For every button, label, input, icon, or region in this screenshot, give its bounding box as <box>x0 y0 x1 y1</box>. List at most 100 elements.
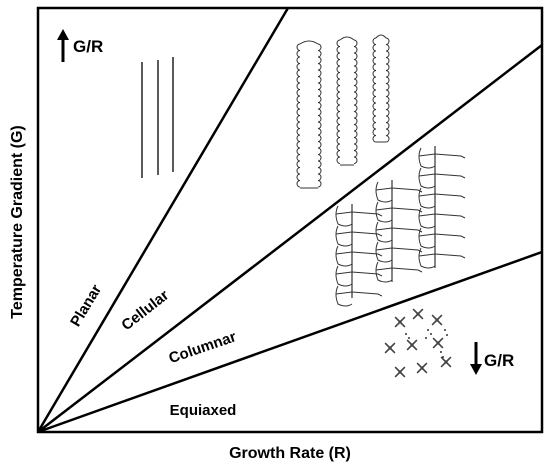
dendrite-cell-outline <box>418 167 436 189</box>
dendrite-cell-outline <box>335 285 353 307</box>
gr-increasing-label: G/R <box>73 37 103 56</box>
equiaxed-nucleus-dot <box>440 351 442 353</box>
dendrite-cell-outline <box>375 221 393 243</box>
equiaxed-grain <box>384 342 396 354</box>
cellular-columnar-boundary <box>37 44 543 433</box>
dendrite-arm <box>434 173 466 179</box>
equiaxed-nucleus-dot <box>427 329 429 331</box>
equiaxed-grain-core <box>444 360 448 364</box>
dendrite-arm <box>418 153 436 157</box>
dendrite-arm <box>434 213 466 219</box>
equiaxed-nucleus-dot <box>444 329 446 331</box>
dendrite-arm <box>391 187 423 193</box>
up-arrow-icon <box>57 29 69 62</box>
dendrite-arm <box>335 271 353 275</box>
dendrite-arm <box>434 193 466 199</box>
equiaxed-grain <box>406 339 418 351</box>
planar-cellular-boundary <box>36 7 290 433</box>
dendrite-arm <box>351 291 383 297</box>
equiaxed-grain <box>394 316 406 328</box>
columnar-equiaxed-boundary <box>37 250 543 434</box>
dendrite-cell-outline <box>335 265 353 287</box>
dendrite-cell-outline <box>335 225 353 247</box>
equiaxed-grain-core <box>398 320 402 324</box>
equiaxed-grain-core <box>410 343 414 347</box>
planar-morphology-sketch <box>141 57 174 178</box>
region-label-cellular: Cellular <box>118 287 172 334</box>
dendrite-arm <box>434 253 466 259</box>
cell-column-left-edge <box>296 43 301 188</box>
equiaxed-grain-core <box>398 370 402 374</box>
dendrite-arm <box>351 251 383 257</box>
dendrite-arm <box>351 271 383 277</box>
region-label-planar: Planar <box>67 282 105 330</box>
dendrite-cell-outline <box>375 241 393 263</box>
dendrite-cell-outline <box>375 181 393 203</box>
equiaxed-morphology-sketch <box>384 308 452 378</box>
dendrite-cell-outline <box>375 261 393 283</box>
y-axis-label: Temperature Gradient (G) <box>9 125 26 319</box>
dendrite-arm <box>391 227 423 233</box>
dendrite-cell-outline <box>418 187 436 209</box>
dendrite-arm <box>375 267 393 271</box>
dendrite-arm <box>335 291 353 295</box>
cell-column-left-edge <box>372 37 377 143</box>
dendrite-cell-outline <box>335 205 353 227</box>
cellular-morphology-sketch <box>296 34 390 189</box>
dendrite-arm <box>375 207 393 211</box>
equiaxed-nucleus-dot <box>442 356 444 358</box>
dendrite-cell-outline <box>418 207 436 229</box>
equiaxed-nucleus-dot <box>430 333 432 335</box>
dendrite-arm <box>418 213 436 217</box>
region-boundaries <box>36 7 543 434</box>
dendrite-cell-outline <box>335 245 353 267</box>
dendrite-arm <box>391 247 423 253</box>
dendrite-arm <box>351 211 383 217</box>
region-label-equiaxed: Equiaxed <box>170 402 237 419</box>
dendrite-arm <box>375 187 393 191</box>
dendrite-arm <box>418 193 436 197</box>
dendrite-arm <box>335 211 353 215</box>
equiaxed-grain <box>431 314 443 326</box>
gr-decreasing-label: G/R <box>484 351 514 370</box>
equiaxed-grain <box>412 308 424 320</box>
dendrite-arm <box>375 227 393 231</box>
dendrite-arm <box>418 233 436 237</box>
equiaxed-grain <box>416 362 428 374</box>
dendrite-arm <box>434 233 466 239</box>
cell-column-right-edge <box>385 37 390 143</box>
x-axis-label: Growth Rate (R) <box>229 445 351 462</box>
dendrite-arm <box>335 251 353 255</box>
equiaxed-grain-core <box>436 341 440 345</box>
dendrite-arm <box>391 267 423 273</box>
plot-frame <box>36 6 544 434</box>
equiaxed-nucleus-dot <box>405 333 407 335</box>
dendrite-arm <box>351 231 383 237</box>
dendrite-arm <box>335 231 353 235</box>
cell-column-tip <box>339 36 355 41</box>
equiaxed-grain <box>440 356 452 368</box>
dendrite-arm <box>434 153 466 159</box>
cell-column-right-edge <box>317 43 322 188</box>
equiaxed-grain-core <box>420 366 424 370</box>
equiaxed-grain <box>432 337 444 349</box>
dendrite-arm <box>418 173 436 177</box>
equiaxed-grain-core <box>435 318 439 322</box>
equiaxed-grain-core <box>388 346 392 350</box>
cell-column-right-edge <box>353 39 358 164</box>
dendrite-cell-outline <box>375 201 393 223</box>
gr-increasing-indicator: G/R <box>57 29 103 62</box>
cell-column-left-edge <box>336 39 341 164</box>
equiaxed-grain <box>394 366 406 378</box>
dendrite-arm <box>418 253 436 257</box>
region-label-columnar: Columnar <box>167 328 239 367</box>
columnar-morphology-sketch <box>335 146 466 307</box>
dendrite-cell-outline <box>418 147 436 169</box>
gr-decreasing-indicator: G/R <box>470 342 514 375</box>
down-arrow-icon <box>470 342 482 375</box>
dendrite-cell-outline <box>418 247 436 269</box>
equiaxed-grain-core <box>416 312 420 316</box>
dendrite-arm <box>375 247 393 251</box>
dendrite-arm <box>391 207 423 213</box>
